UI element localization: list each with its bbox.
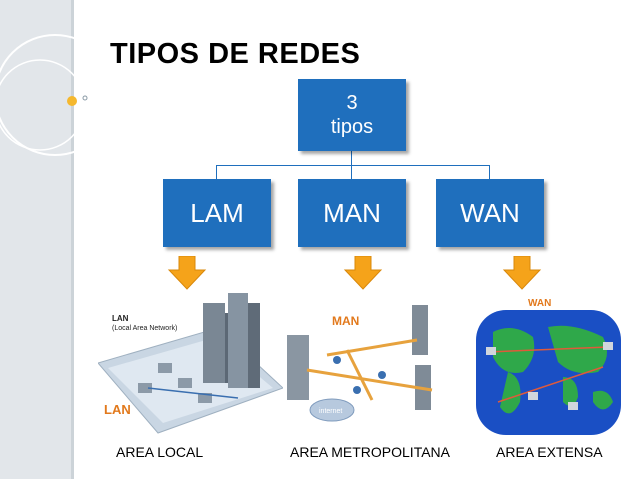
lan-image-subtitle: (Local Area Network) bbox=[112, 325, 177, 332]
node-wan: WAN bbox=[436, 179, 544, 247]
internet-label: internet bbox=[319, 408, 342, 415]
root-count: 3 bbox=[346, 92, 358, 114]
connector-mid-down bbox=[351, 165, 352, 179]
man-image-label: MAN bbox=[332, 314, 359, 328]
decorative-sidebar bbox=[0, 0, 71, 479]
page-title: TIPOS DE REDES bbox=[110, 38, 361, 70]
node-man: MAN bbox=[298, 179, 406, 247]
root-label: tipos bbox=[330, 116, 374, 138]
connector-root-down bbox=[351, 151, 352, 165]
connector-right-down bbox=[489, 165, 490, 179]
node-lam: LAM bbox=[163, 179, 271, 247]
root-node: 3 tipos bbox=[298, 79, 406, 151]
lan-image-title: LAN bbox=[112, 314, 129, 323]
man-illustration: internet MAN bbox=[287, 305, 433, 422]
lan-illustration: LAN (Local Area Network) LAN bbox=[98, 293, 283, 434]
caption-area-metropolitana: AREA METROPOLITANA bbox=[290, 444, 450, 460]
decorative-circles bbox=[0, 34, 116, 156]
caption-area-extensa: AREA EXTENSA bbox=[496, 444, 603, 460]
arrow-down-icon bbox=[167, 256, 207, 290]
sidebar-divider bbox=[71, 0, 74, 479]
connector-horizontal bbox=[216, 165, 490, 166]
wan-illustration: WAN bbox=[476, 298, 621, 435]
arrow-down-icon bbox=[502, 256, 542, 290]
arrow-down-icon bbox=[343, 256, 383, 290]
caption-area-local: AREA LOCAL bbox=[116, 444, 204, 460]
lan-image-label: LAN bbox=[104, 402, 131, 417]
wan-image-label: WAN bbox=[528, 298, 551, 309]
connector-left-down bbox=[216, 165, 217, 179]
